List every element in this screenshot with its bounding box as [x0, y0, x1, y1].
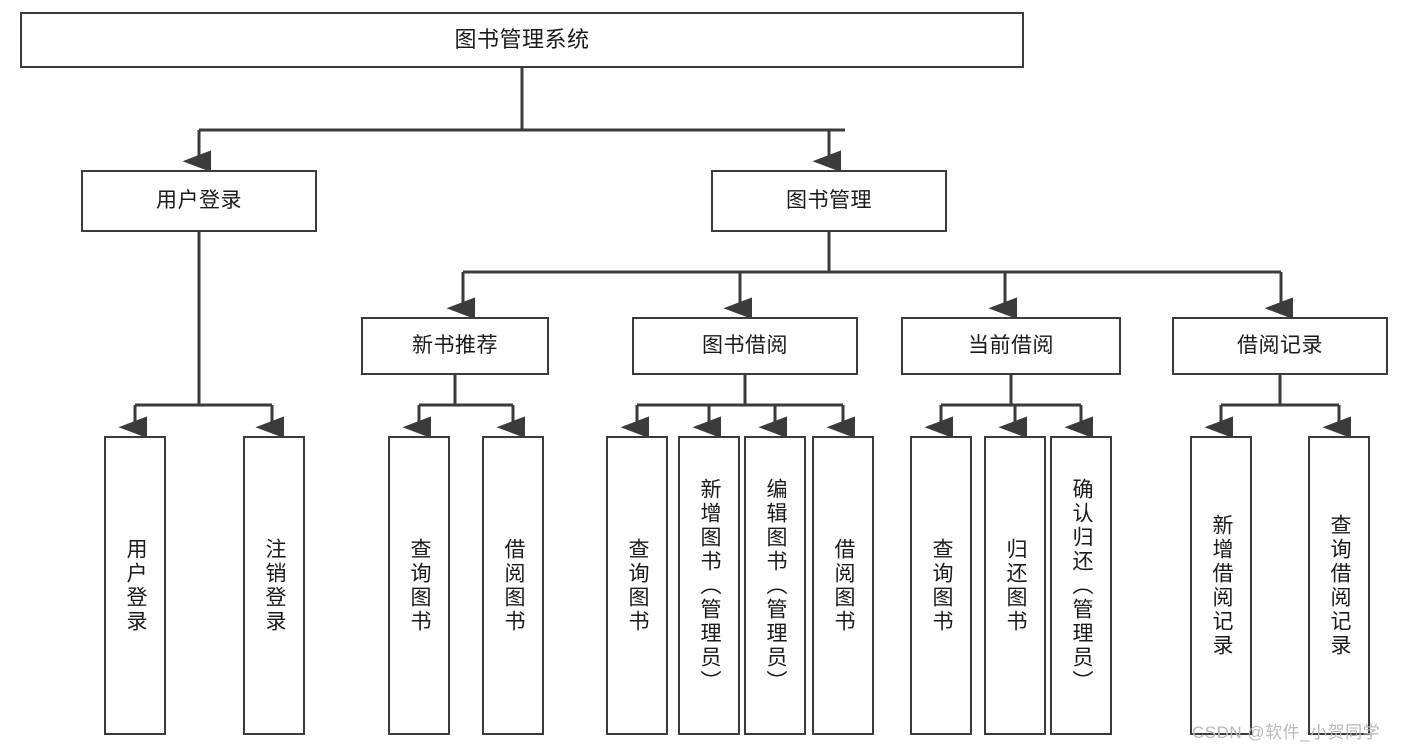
node-label: 当前借阅	[968, 333, 1054, 357]
node-borrow-record[interactable]: 借阅记录	[1172, 317, 1388, 375]
node-label: 新书推荐	[412, 333, 498, 357]
node-label: 编辑图书（管理员）	[764, 477, 788, 694]
node-leaf-query-book-3[interactable]: 查询图书	[910, 436, 972, 735]
csdn-watermark: CSDN @软件_小贺同学	[1192, 723, 1381, 742]
node-leaf-borrow-book-2[interactable]: 借阅图书	[812, 436, 874, 735]
node-label: 新增图书（管理员）	[698, 477, 722, 694]
node-leaf-edit-book[interactable]: 编辑图书（管理员）	[744, 436, 806, 735]
node-label: 借阅图书	[832, 537, 856, 634]
node-label: 图书管理	[786, 188, 872, 212]
node-leaf-borrow-book-1[interactable]: 借阅图书	[482, 436, 544, 735]
node-current-borrow[interactable]: 当前借阅	[901, 317, 1121, 375]
node-label: 归还图书	[1004, 537, 1028, 634]
node-label: 查询借阅记录	[1328, 513, 1352, 658]
node-label: 确认归还（管理员）	[1070, 477, 1094, 694]
node-label: 图书管理系统	[454, 26, 590, 52]
node-root[interactable]: 图书管理系统	[20, 12, 1024, 68]
node-label: 借阅图书	[502, 537, 526, 634]
node-leaf-logout[interactable]: 注销登录	[243, 436, 305, 735]
node-leaf-confirm-return[interactable]: 确认归还（管理员）	[1050, 436, 1112, 735]
node-leaf-query-record[interactable]: 查询借阅记录	[1308, 436, 1370, 735]
node-leaf-user-login[interactable]: 用户登录	[104, 436, 166, 735]
node-book-manage[interactable]: 图书管理	[711, 170, 947, 232]
node-label: 用户登录	[124, 537, 148, 634]
node-new-book-rec[interactable]: 新书推荐	[361, 317, 549, 375]
node-label: 图书借阅	[702, 333, 788, 357]
node-leaf-return-book[interactable]: 归还图书	[984, 436, 1046, 735]
node-label: 查询图书	[408, 537, 432, 634]
node-label: 查询图书	[930, 537, 954, 634]
node-label: 新增借阅记录	[1210, 513, 1234, 658]
node-leaf-query-book-2[interactable]: 查询图书	[606, 436, 668, 735]
node-leaf-add-book[interactable]: 新增图书（管理员）	[678, 436, 740, 735]
node-label: 查询图书	[626, 537, 650, 634]
node-book-borrow[interactable]: 图书借阅	[632, 317, 858, 375]
node-label: 注销登录	[263, 537, 287, 634]
node-leaf-query-book-1[interactable]: 查询图书	[388, 436, 450, 735]
node-label: 用户登录	[156, 188, 242, 212]
node-user-login[interactable]: 用户登录	[81, 170, 317, 232]
node-leaf-add-record[interactable]: 新增借阅记录	[1190, 436, 1252, 735]
node-label: 借阅记录	[1237, 333, 1323, 357]
